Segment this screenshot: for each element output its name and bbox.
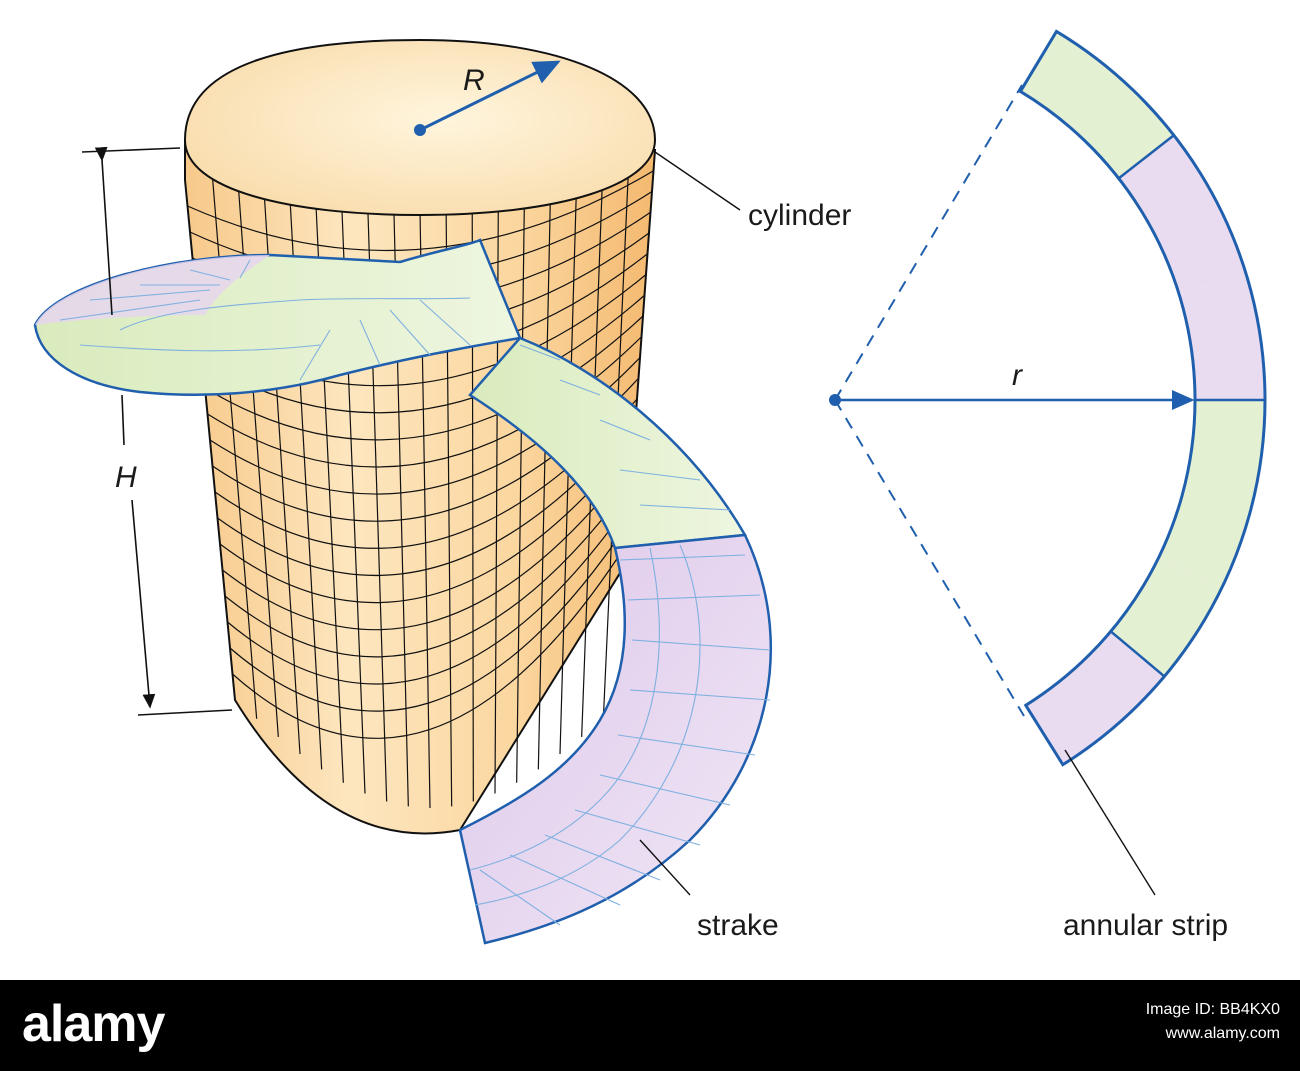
cylinder-grid-row: [224, 481, 632, 658]
radius-r-arrow: [829, 390, 1195, 410]
annular-segment: [1025, 631, 1165, 765]
diagram-canvas: R H cylinder strake r annular strip: [33, 29, 1267, 945]
strake-grid: [59, 259, 771, 926]
alamy-logo: alamy: [22, 995, 165, 1053]
label-H: H: [115, 461, 137, 494]
annular-segment: [1118, 135, 1247, 295]
annular-segment: [1110, 557, 1222, 677]
strake-purple-lower: [458, 533, 772, 945]
annular-divider: [1117, 134, 1175, 180]
cylinder-grid-row: [232, 543, 628, 739]
annular-strip: [1018, 29, 1267, 767]
strake-purple-upper: [35, 255, 270, 325]
image-id: Image ID: BB4KX0: [1145, 1001, 1280, 1018]
label-R: R: [463, 64, 485, 97]
label-r: r: [1012, 359, 1023, 392]
site-url: www.alamy.com: [1165, 1025, 1280, 1042]
annular-outline: [1018, 29, 1267, 767]
strake: [33, 238, 772, 945]
annular-segment: [1020, 31, 1174, 179]
cylinder-grid-row: [222, 460, 633, 631]
strake-leader: [639, 839, 691, 896]
strake-diagram: R H cylinder strake r annular strip: [33, 29, 1267, 945]
cylinder-grid-row: [204, 315, 644, 441]
cylinder-grid-line: [537, 188, 552, 770]
cylinder-leader: [654, 151, 741, 211]
strip-dashed-radii: [834, 84, 1025, 717]
annular-segment: [1179, 274, 1265, 400]
cylinder-grid-row: [219, 440, 635, 604]
annular-segment: [1158, 400, 1265, 589]
cylinder-grid-row: [227, 502, 630, 685]
label-cylinder: cylinder: [748, 199, 851, 232]
height-dimension: [81, 146, 233, 716]
cylinder-grid-line: [210, 160, 258, 719]
cylinder-grid-line: [516, 195, 526, 783]
cylinder-grid-row: [187, 170, 654, 252]
annular-leader: [1064, 749, 1156, 896]
footer-bar: alamy Image ID: BB4KX0 www.alamy.com: [0, 980, 1300, 1071]
label-annular-strip: annular strip: [1063, 909, 1228, 942]
label-strake: strake: [697, 909, 779, 942]
cylinder-grid-row: [229, 523, 629, 712]
annular-divider: [1109, 630, 1166, 678]
radius-R-arrow: [414, 60, 561, 136]
footer-meta: Image ID: BB4KX0 www.alamy.com: [1146, 998, 1280, 1046]
